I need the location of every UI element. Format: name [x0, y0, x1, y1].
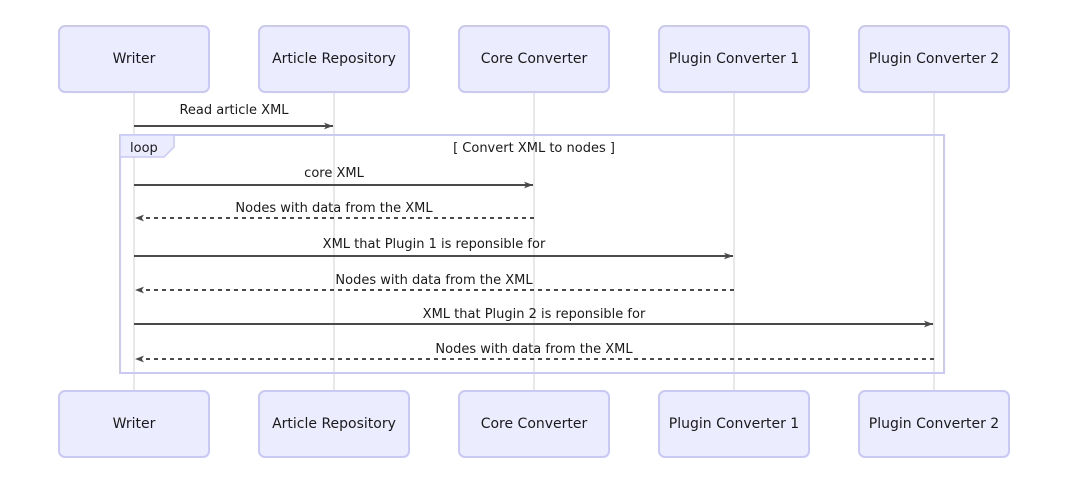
participant-label-core-converter-bottom: Core Converter — [481, 416, 588, 432]
message-label-read-article-xml: Read article XML — [179, 103, 289, 118]
participant-box-writer-top[interactable] — [58, 25, 210, 93]
participant-label-writer-top: Writer — [113, 51, 156, 67]
lifelines-group — [133, 92, 935, 391]
participant-box-core-converter-top[interactable] — [458, 25, 610, 93]
participant-plugin-converter-1-bottom[interactable]: Plugin Converter 1 — [658, 390, 810, 458]
participant-label-writer-bottom: Writer — [113, 416, 156, 432]
participant-box-writer-bottom[interactable] — [58, 390, 210, 458]
message-label-nodes-from-core: Nodes with data from the XML — [235, 201, 433, 216]
participant-label-article-repository-bottom: Article Repository — [272, 416, 396, 432]
participant-boxes-top: Writer Article Repository Core Converter Pl… — [58, 25, 1010, 93]
message-nodes-from-plugin-1: Nodes with data from the XML — [135, 273, 734, 294]
participant-plugin-converter-1-top[interactable]: Plugin Converter 1 — [658, 25, 810, 93]
message-xml-plugin-2: XML that Plugin 2 is reponsible for — [134, 307, 933, 328]
participant-plugin-converter-2-top[interactable]: Plugin Converter 2 — [858, 25, 1010, 93]
message-nodes-from-core: Nodes with data from the XML — [135, 201, 534, 222]
participant-core-converter-bottom[interactable]: Core Converter — [458, 390, 610, 458]
participant-box-article-repository-top[interactable] — [258, 25, 410, 93]
participant-label-article-repository-top: Article Repository — [272, 51, 396, 67]
loop-fragment-kind-label: loop — [130, 141, 158, 156]
participant-article-repository-top[interactable]: Article Repository — [258, 25, 410, 93]
participant-plugin-converter-2-bottom[interactable]: Plugin Converter 2 — [858, 390, 1010, 458]
message-label-xml-plugin-2: XML that Plugin 2 is reponsible for — [423, 307, 646, 322]
participant-writer-bottom[interactable]: Writer — [58, 390, 210, 458]
loop-fragment-title: [ Convert XML to nodes ] — [453, 141, 615, 156]
loop-fragment-group: loop [ Convert XML to nodes ] — [119, 134, 945, 374]
message-xml-plugin-1: XML that Plugin 1 is reponsible for — [134, 237, 733, 260]
participant-core-converter-top[interactable]: Core Converter — [458, 25, 610, 93]
participant-box-plugin-converter-1-bottom[interactable] — [658, 390, 810, 458]
participant-box-plugin-converter-2-bottom[interactable] — [858, 390, 1010, 458]
participant-writer-top[interactable]: Writer — [58, 25, 210, 93]
participant-label-plugin-converter-1-bottom: Plugin Converter 1 — [669, 416, 799, 432]
messages-group: Read article XML core XML Nodes with data … — [134, 103, 934, 363]
participant-label-plugin-converter-2-bottom: Plugin Converter 2 — [869, 416, 999, 432]
participant-label-plugin-converter-1-top: Plugin Converter 1 — [669, 51, 799, 67]
participant-label-core-converter-top: Core Converter — [481, 51, 588, 67]
participant-label-plugin-converter-2-top: Plugin Converter 2 — [869, 51, 999, 67]
participant-box-article-repository-bottom[interactable] — [258, 390, 410, 458]
participant-box-plugin-converter-2-top[interactable] — [858, 25, 1010, 93]
message-read-article-xml: Read article XML — [134, 103, 333, 130]
participant-article-repository-bottom[interactable]: Article Repository — [258, 390, 410, 458]
message-nodes-from-plugin-2: Nodes with data from the XML — [135, 342, 934, 363]
message-label-xml-plugin-1: XML that Plugin 1 is reponsible for — [323, 237, 546, 252]
participant-box-plugin-converter-1-top[interactable] — [658, 25, 810, 93]
loop-fragment-tab — [119, 134, 175, 158]
loop-fragment-frame — [119, 134, 945, 374]
message-core-xml: core XML — [134, 166, 533, 189]
message-label-core-xml: core XML — [304, 166, 364, 181]
participant-box-core-converter-bottom[interactable] — [458, 390, 610, 458]
message-label-nodes-from-plugin-1: Nodes with data from the XML — [335, 273, 533, 288]
message-label-nodes-from-plugin-2: Nodes with data from the XML — [435, 342, 633, 357]
participant-boxes-bottom: Writer Article Repository Core Converter Pl… — [58, 390, 1010, 458]
